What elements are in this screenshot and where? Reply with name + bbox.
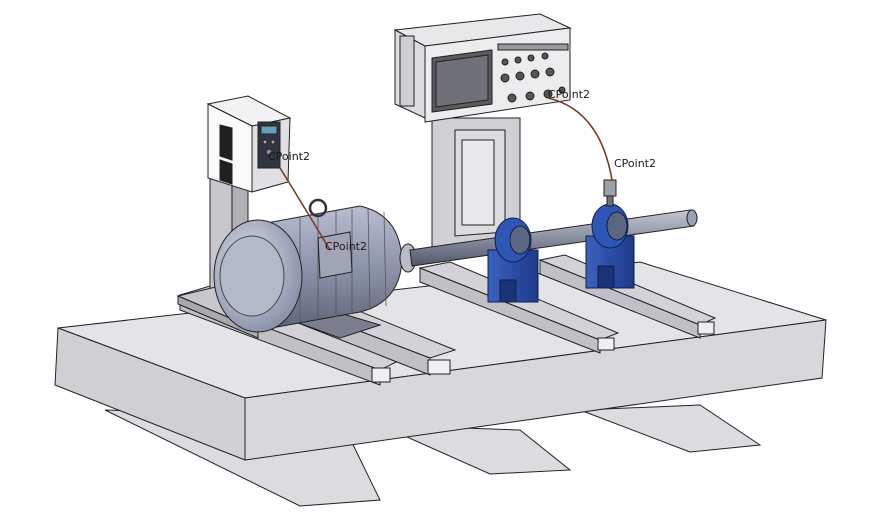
sensor [603,179,617,207]
lifting-eye [308,198,328,218]
cpoint-sensor-label: CPoint2 [614,157,656,170]
oscilloscope [393,13,572,123]
scope-controls [497,43,569,103]
bearing-block-1 [487,217,539,303]
base-side [244,319,827,461]
electric-motor [213,198,417,339]
frequency-inverter [206,95,292,193]
foot-middle [379,424,572,475]
cable-scope-sensor [547,97,613,181]
cpoint-inverter-label: CPoint2 [268,150,310,163]
cable-inverter-motor [279,167,331,251]
bearing-blocks [487,203,635,303]
cpoint-scope-label: CPoint2 [548,88,590,101]
scope-stand [431,117,521,251]
cables [279,97,613,251]
cpoint-motor-label: CPoint2 [325,240,367,253]
foot-right [579,404,762,453]
bearing-block-2 [585,203,635,289]
